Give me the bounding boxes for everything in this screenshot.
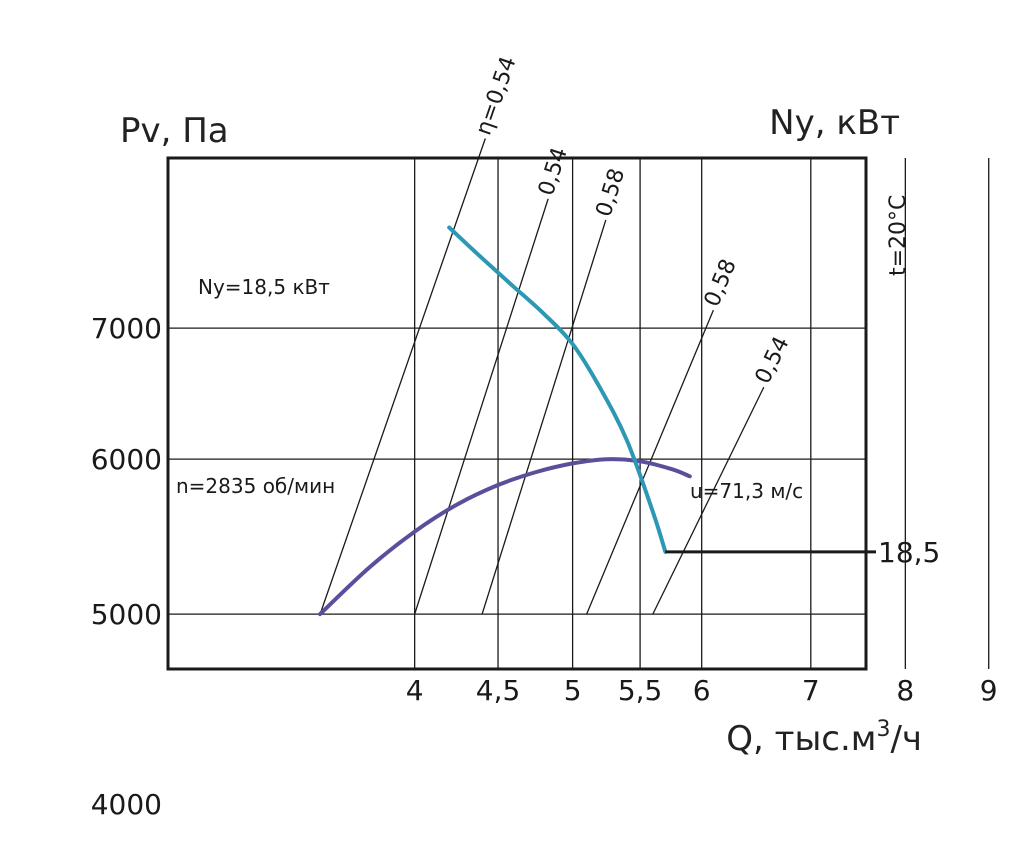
speed-annotation: n=2835 об/мин bbox=[176, 474, 335, 498]
plot-frame bbox=[166, 156, 868, 671]
x-tick-label-2: 5 bbox=[564, 674, 582, 707]
efficiency-line-2 bbox=[481, 219, 607, 615]
series bbox=[318, 225, 876, 617]
grid bbox=[168, 158, 990, 669]
x-tick-label-1: 4,5 bbox=[476, 674, 521, 707]
velocity-annotation: u=71,3 м/с bbox=[690, 479, 803, 503]
temperature-note: t=20°C bbox=[886, 195, 911, 276]
x-axis-title: Q, тыс.м3/ч bbox=[726, 717, 922, 759]
y-tick-label-2: 6000 bbox=[91, 443, 162, 476]
power-annotation: Ny=18,5 кВт bbox=[198, 275, 330, 299]
efficiency-line-0 bbox=[319, 138, 486, 615]
x-tick-label-3: 5,5 bbox=[618, 674, 663, 707]
series-curve-0 bbox=[318, 457, 692, 617]
x-tick-label-6: 8 bbox=[896, 674, 914, 707]
y-tick-label-3: 7000 bbox=[91, 312, 162, 345]
efficiency-line-4 bbox=[652, 386, 765, 615]
efficiency-label-1: 0,54 bbox=[534, 144, 573, 198]
efficiency-label-4: 0,54 bbox=[751, 333, 795, 388]
y-axis-title-left: Pv, Па bbox=[120, 111, 229, 151]
axes bbox=[166, 156, 868, 671]
x-tick-label-7: 9 bbox=[980, 674, 998, 707]
power-value-label: 18,5 bbox=[878, 536, 940, 569]
efficiency-label-3: 0,58 bbox=[700, 256, 742, 311]
y-axis-title-right: Ny, кВт bbox=[769, 103, 900, 143]
x-tick-label-0: 4 bbox=[406, 674, 424, 707]
labels: 44,555,56789104000500060007000η=0,540,54… bbox=[91, 53, 998, 821]
y-tick-label-1: 5000 bbox=[91, 598, 162, 631]
efficiency-label-0: η=0,54 bbox=[471, 53, 521, 138]
efficiency-label-2: 0,58 bbox=[592, 166, 631, 220]
series-curve-1 bbox=[447, 225, 668, 554]
efficiency-lines bbox=[319, 138, 765, 615]
x-tick-label-4: 6 bbox=[693, 674, 711, 707]
x-tick-label-5: 7 bbox=[802, 674, 820, 707]
y-tick-label-0: 4000 bbox=[91, 788, 162, 821]
efficiency-line-1 bbox=[414, 198, 549, 615]
